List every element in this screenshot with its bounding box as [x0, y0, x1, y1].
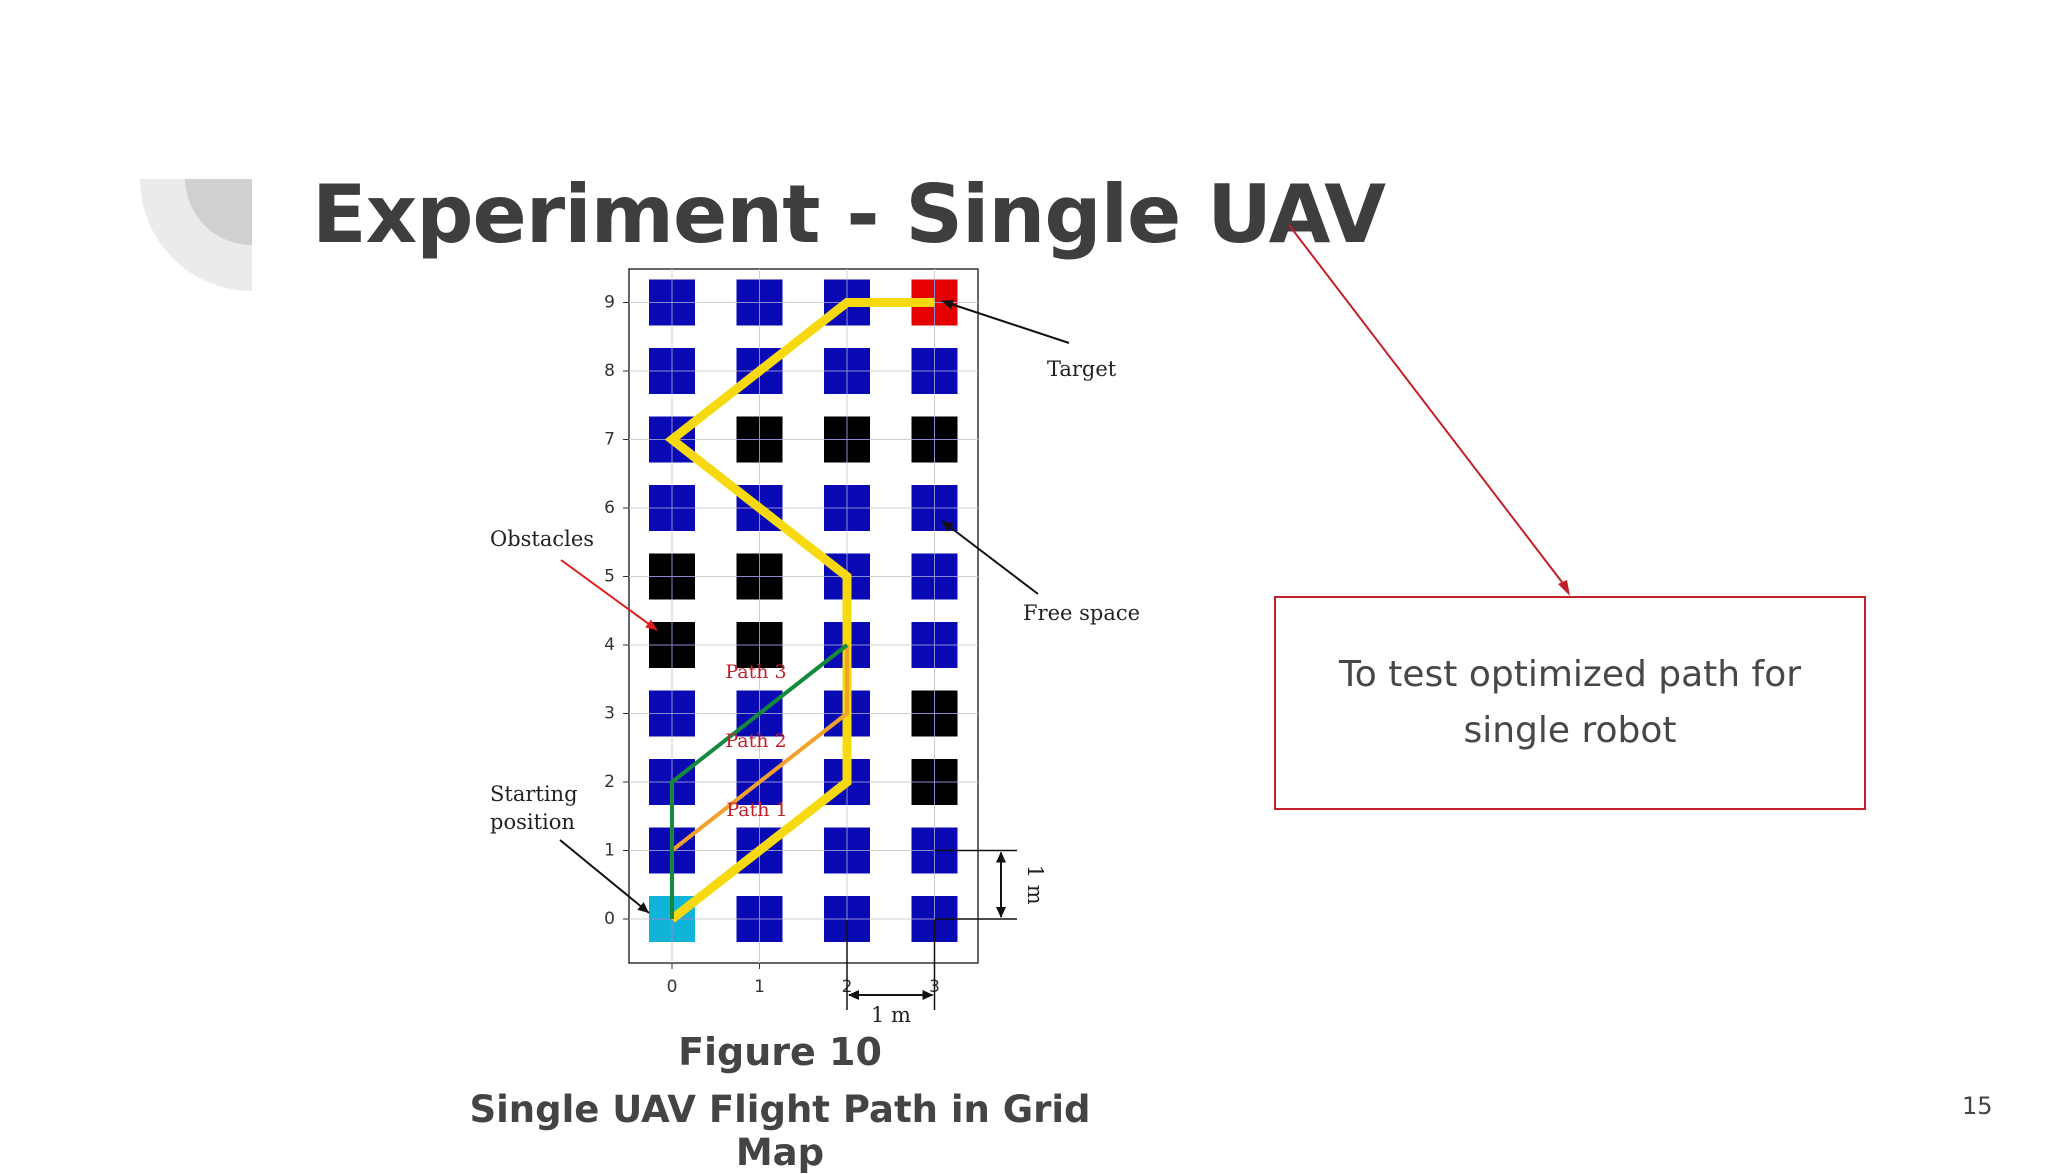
y-tick-label: 3 [604, 704, 615, 724]
y-tick-label: 1 [604, 841, 615, 861]
path-label: Path 3 [725, 661, 786, 683]
scale-x-head [922, 990, 934, 1000]
target-arrow [941, 300, 1070, 344]
y-tick-label: 2 [604, 772, 615, 792]
free-space-arrow [941, 520, 1039, 595]
scale-x-label: 1 m [871, 1003, 911, 1027]
plot-frame [628, 268, 979, 964]
obstacles-arrow-head [645, 619, 657, 630]
corner-decoration [140, 179, 252, 291]
figure-number: Figure 10 [678, 1030, 882, 1074]
scale-x-head [848, 990, 859, 1000]
y-tick-label: 9 [604, 293, 615, 313]
starting-position-label: Starting [490, 782, 578, 806]
y-tick-label: 6 [604, 498, 615, 518]
target-arrow-head [942, 299, 955, 310]
obstacles-arrow [560, 559, 658, 631]
y-tick-label: 5 [604, 567, 615, 587]
slide-title: Experiment - Single UAV [312, 168, 1386, 261]
callout-arrow [1288, 224, 1570, 596]
scale-y-head [996, 907, 1006, 918]
x-tick-label: 0 [667, 977, 678, 997]
note-box: To test optimized path for single robot [1274, 596, 1866, 810]
start-arrow-head [637, 902, 649, 913]
start-arrow [559, 839, 650, 914]
path-1-line [664, 298, 935, 923]
page-number: 15 [1962, 1092, 1993, 1120]
scale-y-head [996, 851, 1006, 863]
note-text: To test optimized path for single robot [1338, 654, 1802, 751]
y-tick-label: 8 [604, 361, 615, 381]
y-tick-label: 4 [604, 635, 615, 655]
path-3-line [670, 643, 849, 919]
path-label: Path 2 [725, 730, 786, 752]
y-tick-label: 7 [604, 430, 615, 450]
figure-caption: Single UAV Flight Path in Grid Map [469, 1088, 1091, 1174]
target-label: Target [1047, 357, 1117, 381]
path-label: Path 1 [726, 799, 787, 821]
obstacles-label: Obstacles [490, 527, 594, 551]
x-tick-label: 1 [754, 977, 765, 997]
free-space-arrow-head [942, 521, 954, 532]
free-space-label: Free space [1023, 601, 1140, 625]
starting-position-label: position [490, 810, 575, 834]
scale-y-label: 1 m [1023, 865, 1047, 905]
y-tick-label: 0 [604, 909, 615, 929]
